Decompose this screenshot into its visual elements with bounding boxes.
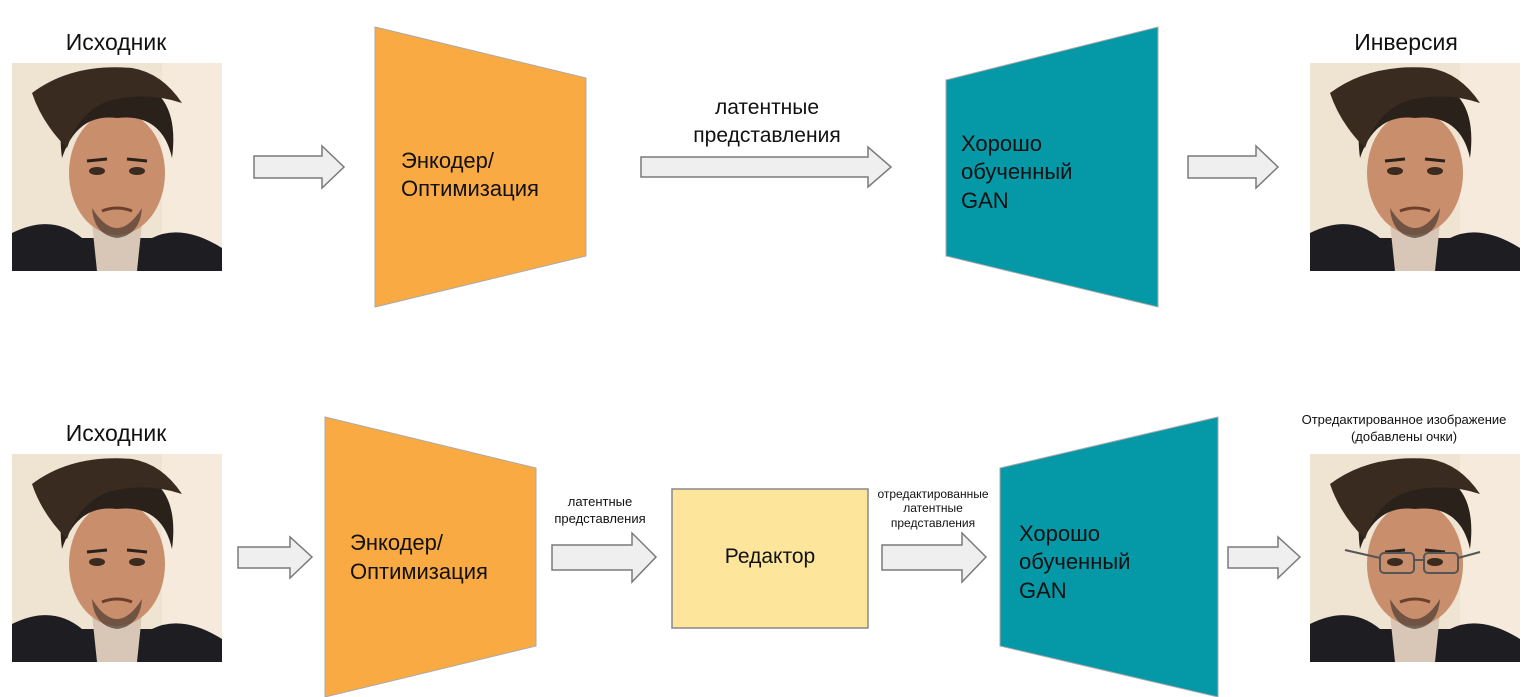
- gan-label-2: обученный: [961, 159, 1072, 184]
- edited-output-label-1: Отредактированное изображение: [1302, 412, 1507, 427]
- arrow-icon: [881, 531, 988, 584]
- encoder-label-1: Энкодер/: [401, 148, 495, 173]
- edited-latent-label-1: отредактированные: [877, 487, 988, 501]
- encoder-label-2: Оптимизация: [350, 559, 488, 584]
- edited-output-label-2: (добавлены очки): [1351, 429, 1457, 444]
- glasses-icon: [1344, 549, 1481, 574]
- latent-label-1: латентные: [568, 494, 632, 509]
- latent-label-1: латентные: [715, 96, 819, 119]
- source-photo: [10, 61, 224, 273]
- arrow-icon: [640, 145, 893, 189]
- latent-label-2: представления: [554, 511, 645, 526]
- source-photo: [10, 452, 224, 664]
- gan-label-3: GAN: [961, 188, 1009, 213]
- source-label: Исходник: [66, 420, 168, 446]
- source-label: Исходник: [66, 29, 168, 55]
- latent-label-2: представления: [693, 124, 840, 147]
- gan-label-2: обученный: [1019, 549, 1130, 574]
- arrow-icon: [253, 144, 346, 190]
- encoder-block: [374, 26, 587, 308]
- encoder-label-2: Оптимизация: [401, 176, 539, 201]
- inversion-label: Инверсия: [1354, 29, 1458, 55]
- edited-latent-label-2: латентные: [903, 501, 963, 515]
- editor-label: Редактор: [725, 545, 815, 568]
- edited-latent-label-3: представления: [891, 516, 975, 530]
- editor-block: [671, 488, 869, 629]
- arrow-icon: [551, 531, 658, 584]
- encoder-block: [324, 416, 537, 697]
- gan-block: [945, 26, 1159, 308]
- arrow-icon: [1187, 144, 1280, 190]
- encoder-label-1: Энкодер/: [350, 530, 444, 555]
- inversion-photo: [1308, 61, 1522, 273]
- arrow-icon: [1227, 535, 1302, 580]
- gan-label-1: Хорошо: [1019, 521, 1100, 546]
- gan-block: [999, 416, 1219, 697]
- arrow-icon: [237, 535, 314, 580]
- gan-label-3: GAN: [1019, 578, 1067, 603]
- gan-label-1: Хорошо: [961, 131, 1042, 156]
